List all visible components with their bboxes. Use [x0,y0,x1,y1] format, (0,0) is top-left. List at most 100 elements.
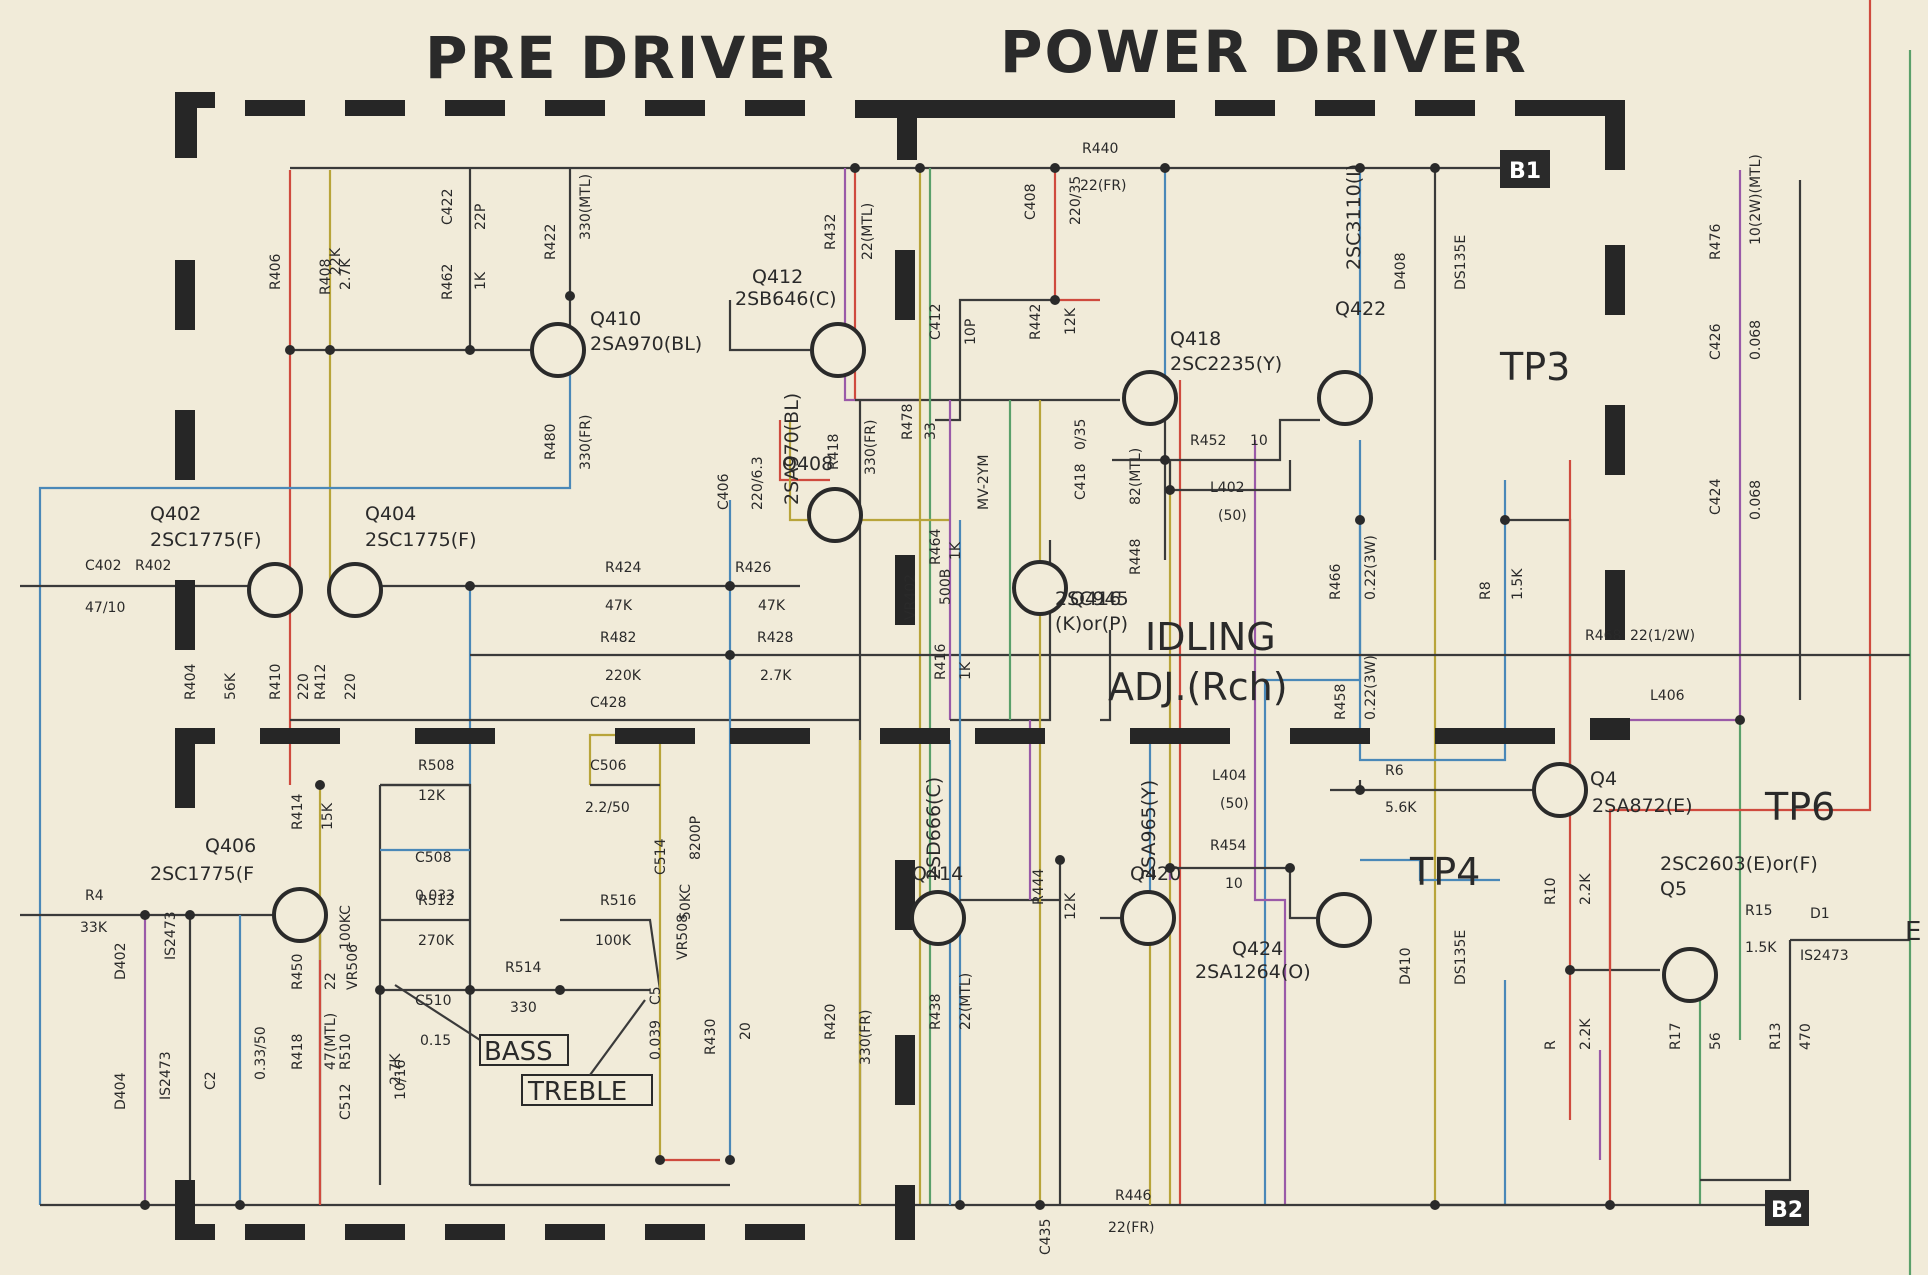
d404-ref: D404 [113,1072,129,1110]
d1-value: IS2473 [1800,948,1849,964]
c418-value: 0/35 [1073,419,1089,450]
q420-ref: Q420 [1130,863,1181,885]
r462-value: 1K [473,271,489,290]
bass-label: BASS [484,1037,553,1067]
r420-ref: R420 [823,1004,839,1040]
treble-control: TREBLE [521,999,653,1107]
l402-value: (50) [1218,508,1247,524]
q5-value: 2SC2603(E)or(F) [1660,853,1818,875]
r444-value: 12K [1063,892,1079,920]
r15-value: 1.5K [1745,940,1777,956]
vr506-value: 100KC [338,905,354,950]
c406-ref: C406 [716,473,732,510]
terminal-b2: B2 [1765,1190,1809,1226]
r466-value: 0.22(3W) [1363,535,1379,600]
r448-ref: R448 [1128,539,1144,575]
l402-ref: L402 [1210,480,1245,496]
r408b-value: 2.7K [338,258,354,290]
c426-ref: C426 [1708,323,1724,360]
r508-ref: R508 [418,758,454,774]
vr402-ref: VR402 [903,574,919,620]
q408-value: 2SA970(BL) [781,393,803,505]
r9-value: 2.2K [1578,1018,1594,1050]
c504-ref: C5 [648,986,664,1005]
transistor-symbols [247,322,1718,1003]
d406-value: MV-2YM [976,455,992,510]
treble-label: TREBLE [527,1077,627,1107]
terminal-b1-label: B1 [1509,159,1541,184]
r432-ref: R432 [823,214,839,250]
r440-ref: R440 [1082,141,1118,157]
r444-ref: R444 [1031,868,1047,905]
l406-ref: L406 [1650,688,1685,704]
c435-ref: C435 [1038,1219,1054,1256]
l404-ref: L404 [1212,768,1247,784]
test-point-tp3: TP3 [1499,345,1570,389]
q414-ref: Q414 [912,863,963,885]
r9-ref: R [1543,1040,1559,1050]
r412-ref: R412 [313,664,329,700]
r438-value: 22(MTL) [958,973,974,1030]
r8-value: 1.5K [1510,568,1526,600]
q406-value: 2SC1775(F [150,863,254,885]
r480-value: 330(FR) [578,415,594,470]
c412-ref: C412 [928,304,944,341]
r468-ref: R468 [1585,628,1621,644]
q416-ref: Q416 [1070,588,1121,610]
r464-value: 1K [948,541,964,560]
r6-ref: R6 [1385,763,1404,779]
r440-value: 22(FR) [1080,178,1127,194]
module-boundary [175,92,1630,1240]
c412-value: 10P [963,319,979,345]
c506-value: 2.2/50 [585,800,630,816]
r410-value: 220 [296,673,312,700]
c514-value: 8200P [688,816,704,860]
r516-value: 100K [595,933,632,949]
r512-value: 270K [418,933,455,949]
vr506-ref: VR506 [345,944,361,990]
r462-ref: R462 [440,264,456,300]
q404-ref: Q404 [365,503,416,525]
terminal-e-label: E [1905,917,1921,947]
q408-ref: Q408 [782,453,833,475]
c428-ref: C428 [590,695,627,711]
c424-ref: C424 [1708,478,1724,515]
c422-value: 22P [473,204,489,230]
r514-value: 330 [510,1000,537,1016]
r10-value: 2.2K [1578,873,1594,905]
q418-ref: Q418 [1170,328,1221,350]
vr508-value: 50KC [678,884,694,920]
d402-value: IS2473 [163,911,179,960]
r402-ref: R402 [135,558,171,574]
r418-ref: R418 [826,434,842,470]
r478-value: 33 [923,422,939,440]
l404-value: (50) [1220,796,1249,812]
q4-value: 2SA872(E) [1592,795,1693,817]
r416-value: 1K [958,661,974,680]
r476-value: 10(2W)(MTL) [1748,154,1764,245]
r414-value: 15K [320,802,336,830]
r476-ref: R476 [1708,223,1724,260]
r418b-value: 47(MTL) [323,1013,339,1070]
d402-ref: D402 [113,942,129,980]
r514-ref: R514 [505,960,542,976]
r510-value: 2.7K [388,1053,404,1085]
c510-ref: C510 [415,993,452,1009]
q406-ref: Q406 [205,835,256,857]
wires [20,0,1912,1275]
c2-value: 0.33/50 [253,1026,269,1080]
r452-value: 10 [1250,433,1268,449]
r458-value: 0.22(3W) [1363,655,1379,720]
r412-value: 220 [343,673,359,700]
r508-value: 12K [418,788,446,804]
r454-value: 10 [1225,876,1243,892]
c510-value: 0.15 [420,1033,451,1049]
r408-ref: R408 [318,259,334,295]
d1-ref: D1 [1810,906,1830,922]
q410-value: 2SA970(BL) [590,333,702,355]
r10-ref: R10 [1543,877,1559,905]
r466-ref: R466 [1328,563,1344,600]
r512-ref: R512 [418,893,454,909]
r428-value: 2.7K [760,668,792,684]
r13-value: 470 [1798,1023,1814,1050]
